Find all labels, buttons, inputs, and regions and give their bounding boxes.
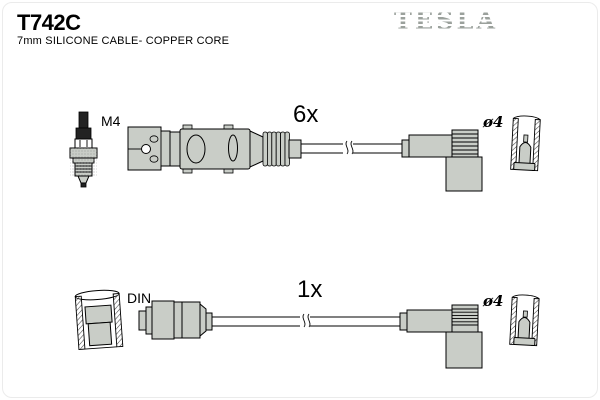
quantity-label-bottom: 1x [297,276,322,303]
din-connector-cross-section [74,289,124,350]
distributor-connector [127,124,302,174]
quantity-label-top: 6x [293,101,318,128]
coil-connector [138,300,213,340]
connector-type-label: DIN [127,290,151,306]
diagram-bottom: DIN 1x [74,276,540,369]
terminal-cross-section-bottom [509,294,540,347]
spark-plug-boot-top [401,129,483,192]
spark-plug-icon [69,111,98,188]
terminal-diameter-label-bottom: ø4 [482,292,503,310]
cable-bottom [211,313,404,328]
tesla-brand-logo: TESLA [393,6,499,35]
spark-plug-thread-label: M4 [101,113,121,129]
part-description: 7mm SILICONE CABLE- COPPER CORE [17,35,230,47]
part-code: T742C [17,10,81,35]
terminal-diameter-label-top: ø4 [482,113,503,131]
diagram-top: M4 [69,101,541,192]
terminal-cross-section-top [510,115,541,172]
spark-plug-boot-bottom [399,304,483,369]
cable-top [300,140,404,155]
